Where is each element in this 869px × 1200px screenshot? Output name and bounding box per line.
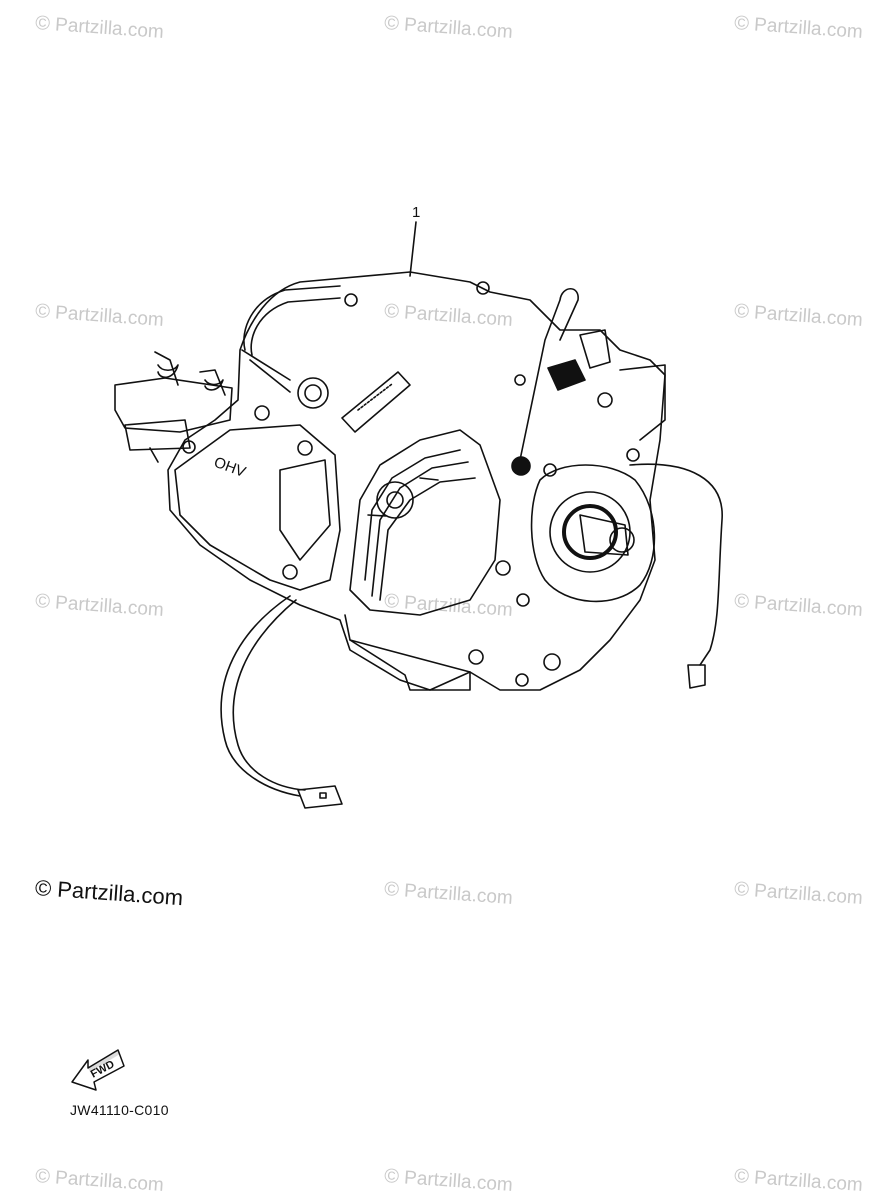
bolt-icon xyxy=(516,593,530,607)
side-cover xyxy=(530,464,656,603)
oil-pan xyxy=(344,614,471,691)
bolt-icon xyxy=(282,564,298,580)
bolt-icon xyxy=(597,392,613,408)
bolt-icon xyxy=(495,560,511,576)
bolt-icon xyxy=(543,463,557,477)
label-plate xyxy=(341,371,411,433)
mount-bracket xyxy=(579,329,611,369)
spark-plug-icon xyxy=(297,377,329,409)
engine-outline xyxy=(167,271,666,691)
breather-tube xyxy=(243,285,341,351)
spring-icon xyxy=(204,379,224,391)
bolt-icon xyxy=(514,374,526,386)
wire-harness xyxy=(220,595,301,797)
wire-terminal xyxy=(687,664,706,689)
part-code: JW41110-C010 xyxy=(70,1102,169,1118)
cylinder-fins xyxy=(349,429,501,616)
engine-label: OHV xyxy=(212,454,248,481)
bolt-icon xyxy=(476,281,490,295)
bolt-icon xyxy=(344,293,358,307)
bolt-icon xyxy=(468,649,484,665)
bolt-icon xyxy=(626,448,640,462)
head-cover xyxy=(174,424,341,591)
bolt-icon xyxy=(515,673,529,687)
bolt-icon xyxy=(297,440,313,456)
fwd-arrow-icon: FWD xyxy=(71,1049,125,1091)
callout-number: 1 xyxy=(412,204,421,221)
wire-connector xyxy=(297,785,343,809)
wire-harness-right xyxy=(629,463,723,666)
oil-cap xyxy=(547,359,586,391)
dipstick xyxy=(519,287,579,461)
bolt-icon xyxy=(543,653,561,671)
output-shaft xyxy=(579,514,629,556)
bolt-icon xyxy=(254,405,270,421)
spring-icon xyxy=(157,364,179,379)
callout-leader-line xyxy=(409,221,417,277)
